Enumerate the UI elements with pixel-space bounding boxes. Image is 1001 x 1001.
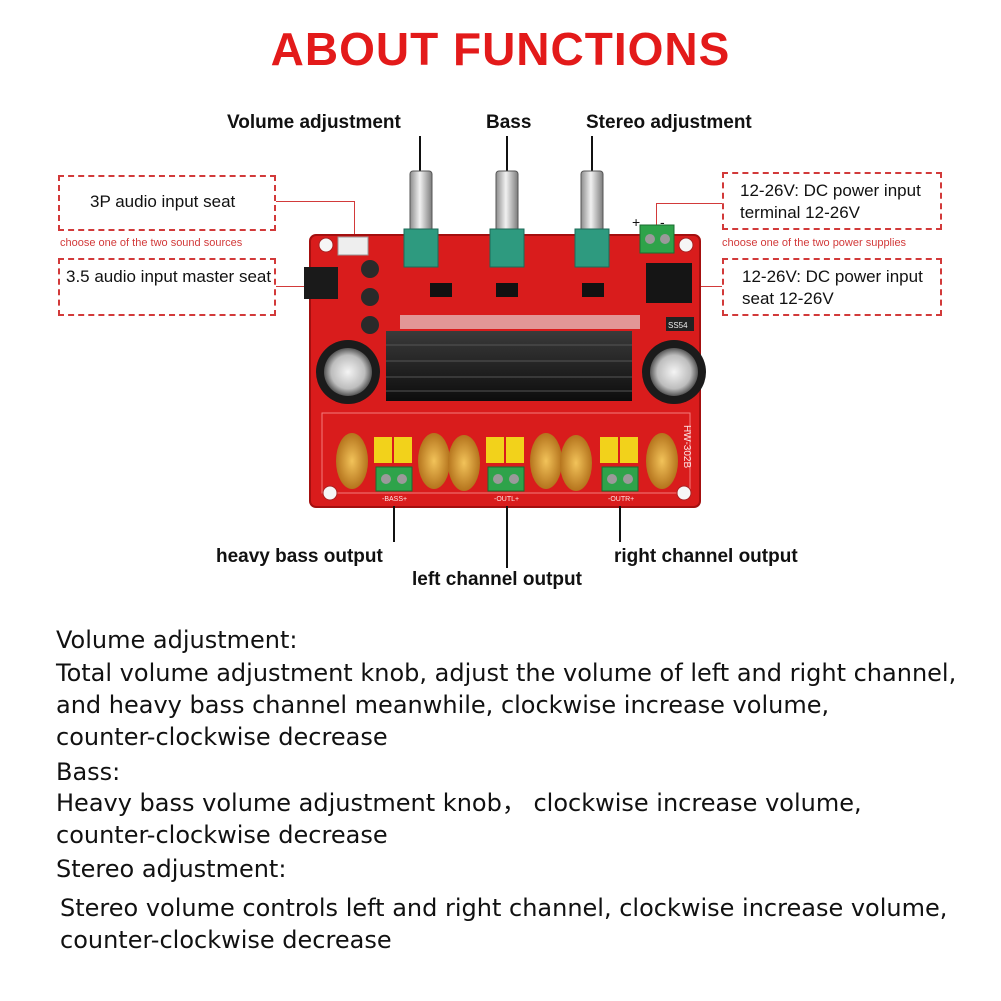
callout-dc-terminal-text: 12-26V: DC power input terminal 12-26V (740, 181, 921, 222)
pointer-35 (276, 286, 308, 287)
desc-volume-line: and heavy bass channel meanwhile, clockw… (56, 691, 830, 719)
callout-3p-audio-input: 3P audio input seat (58, 175, 276, 231)
page-title: ABOUT FUNCTIONS (270, 23, 731, 75)
pointer-dc-seat (690, 286, 722, 287)
pointer-dc-terminal-v (656, 203, 657, 225)
desc-stereo-line: Stereo volume controls left and right ch… (60, 894, 948, 922)
3p-audio-connector (337, 236, 369, 256)
desc-bass: Heavy bass volume adjustment knob， clock… (56, 787, 862, 851)
desc-volume-line: Total volume adjustment knob, adjust the… (56, 659, 957, 687)
callout-dc-terminal: 12-26V: DC power input terminal 12-26V (722, 172, 942, 230)
terminal-minus: - (660, 214, 665, 230)
pointer-3p-h (276, 201, 354, 202)
note-power-supplies: choose one of the two power supplies (722, 237, 907, 249)
model-label: HW-302B (681, 425, 692, 468)
desc-bass-line: counter-clockwise decrease (56, 821, 388, 849)
callout-3p-audio-text: 3P audio input seat (90, 192, 236, 211)
callout-35-audio-text: 3.5 audio input master seat (66, 267, 272, 286)
silk-bass: -BASS+ (382, 496, 407, 503)
pointer-bass (506, 136, 508, 172)
label-right-channel-output: right channel output (614, 546, 798, 567)
audio-jack (304, 267, 338, 299)
label-left-channel-output: left channel output (412, 569, 582, 590)
heading-volume: Volume adjustment: (56, 626, 298, 654)
callout-dc-seat: 12-26V: DC power input seat 12-26V (722, 258, 942, 316)
pointer-dc-terminal-h (656, 203, 722, 204)
bass-output-terminal (375, 466, 413, 492)
callout-dc-seat-text: 12-26V: DC power input seat 12-26V (742, 267, 923, 308)
heading-bass: Bass: (56, 758, 121, 786)
label-stereo-adjustment: Stereo adjustment (586, 112, 752, 133)
callout-35-audio-input: 3.5 audio input master seat (58, 258, 276, 316)
desc-volume-line: counter-clockwise decrease (56, 723, 388, 751)
heat-sink (386, 331, 632, 401)
pointer-heavy-bass (393, 506, 395, 542)
label-volume-adjustment: Volume adjustment (227, 112, 401, 133)
pointer-stereo (591, 136, 593, 172)
silk-outl: -OUTL+ (494, 496, 519, 503)
stereo-knob (574, 170, 610, 268)
pointer-3p-v (354, 201, 355, 237)
amplifier-board: + - SS54 HW-302B (304, 170, 706, 508)
desc-stereo-line: counter-clockwise decrease (60, 926, 392, 954)
left-output-terminal (487, 466, 525, 492)
film-capacitors (374, 437, 638, 463)
pointer-right-channel (619, 506, 621, 542)
dc-seat (646, 263, 692, 303)
label-heavy-bass-output: heavy bass output (216, 546, 383, 567)
heading-stereo: Stereo adjustment: (56, 855, 287, 883)
pointer-volume (419, 136, 421, 172)
label-bass: Bass (486, 112, 532, 133)
inductors (336, 433, 678, 491)
desc-stereo: Stereo volume controls left and right ch… (60, 892, 947, 956)
volume-knob (403, 170, 439, 268)
right-output-terminal (601, 466, 639, 492)
pointer-left-channel (506, 506, 508, 568)
note-sound-sources: choose one of the two sound sources (60, 237, 243, 249)
bass-knob (489, 170, 525, 268)
desc-bass-line: Heavy bass volume adjustment knob， clock… (56, 789, 862, 817)
component-row (400, 315, 640, 329)
silk-outr: -OUTR+ (608, 496, 634, 503)
terminal-plus: + (632, 214, 640, 230)
diode-label: SS54 (668, 321, 688, 330)
desc-volume: Total volume adjustment knob, adjust the… (56, 657, 956, 753)
